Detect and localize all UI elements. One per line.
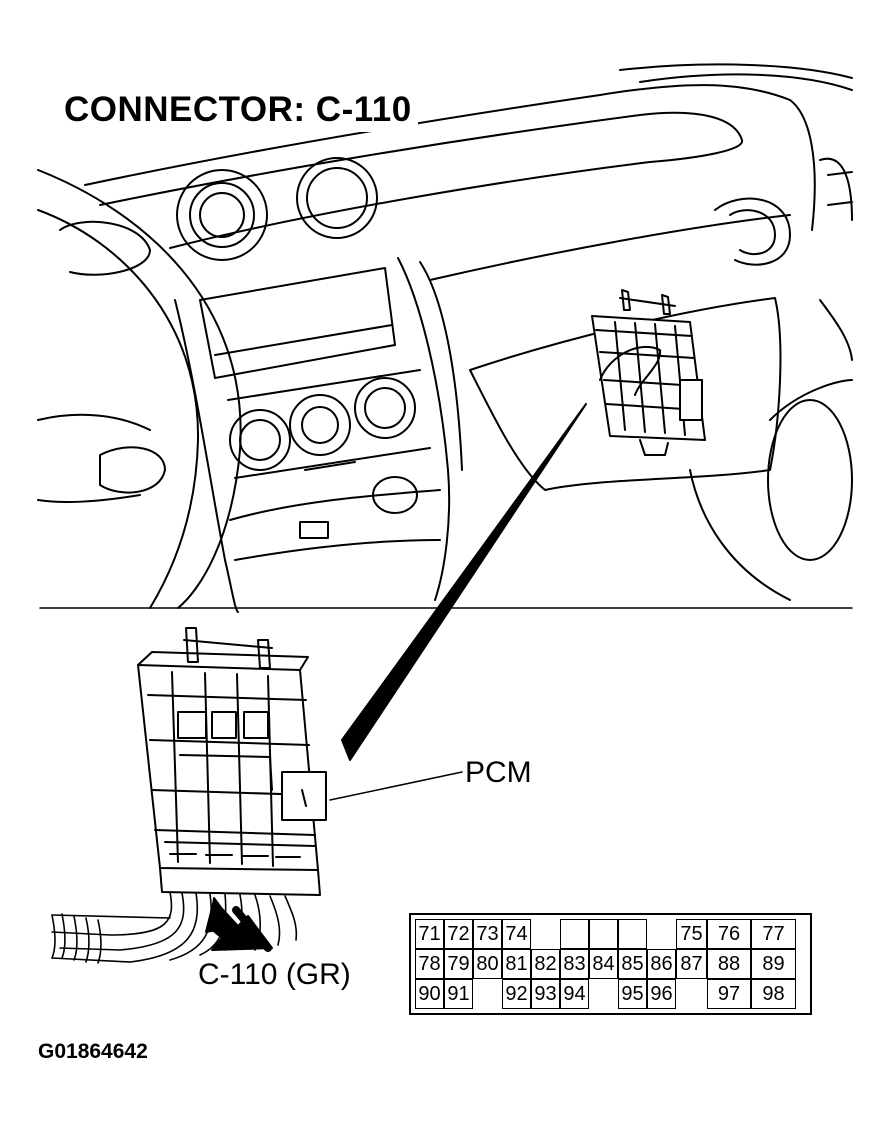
right-vent-outer [714,197,791,266]
climate-knob-2 [289,394,351,456]
pin-79: 79 [444,949,473,979]
pin-78: 78 [415,949,444,979]
connector-title: CONNECTOR: C-110 [58,88,418,132]
pin-86: 86 [647,949,676,979]
pin-empty [589,979,618,1009]
pin-88: 88 [707,949,751,979]
pin-84: 84 [589,949,618,979]
right-speaker [767,399,853,561]
pin-89: 89 [751,949,796,979]
pin-93: 93 [531,979,560,1009]
wire-harness [51,891,298,964]
pin-83: 83 [560,949,589,979]
steering-hub [99,446,166,494]
pin-empty [676,979,707,1009]
gauge-left [59,220,151,276]
radio-slot [199,267,396,379]
pin-94: 94 [560,979,589,1009]
right-door [819,157,853,221]
console-inner-right [419,261,463,471]
passenger-dash-line [429,214,791,281]
upper-right-line [619,63,853,79]
center-vent-1 [176,169,268,261]
pin-75: 75 [676,919,707,949]
dash-brow [99,111,744,249]
connector-label: C-110 (GR) [194,958,355,992]
climate-knob-3 [354,377,416,439]
pin-empty [473,979,502,1009]
pcm-label: PCM [465,756,532,789]
pin-74: 74 [502,919,531,949]
figure-id: G01864642 [38,1040,148,1063]
console-right-edge [397,257,451,601]
pin-92: 92 [502,979,531,1009]
pin-76: 76 [707,919,751,949]
pin-98: 98 [751,979,796,1009]
console-left-edge [174,299,239,613]
climate-knob-1 [229,409,291,471]
pcm-leader-line [329,771,463,801]
pin-77: 77 [751,919,796,949]
pin-empty [531,919,560,949]
pin-85: 85 [618,949,647,979]
center-vent-2 [296,157,378,239]
pin-empty [618,919,647,949]
leader-wedge [341,403,587,761]
steering-spoke-lower [37,494,141,504]
pin-73: 73 [473,919,502,949]
pin-71: 71 [415,919,444,949]
pin-empty [589,919,618,949]
right-knee-panel [689,469,791,601]
pin-empty [647,919,676,949]
pin-96: 96 [647,979,676,1009]
pin-90: 90 [415,979,444,1009]
pin-87: 87 [676,949,707,979]
pin-91: 91 [444,979,473,1009]
pin-80: 80 [473,949,502,979]
dash-top-outline [84,84,816,231]
pin-81: 81 [502,949,531,979]
pin-82: 82 [531,949,560,979]
pin-97: 97 [707,979,751,1009]
pcm-large [137,627,327,896]
pin-72: 72 [444,919,473,949]
pcm-small [591,289,706,456]
steering-wheel-inner [37,209,200,609]
pin-95: 95 [618,979,647,1009]
upper-right-roof [639,73,853,91]
pin-empty [560,919,589,949]
steering-spoke [37,413,151,431]
